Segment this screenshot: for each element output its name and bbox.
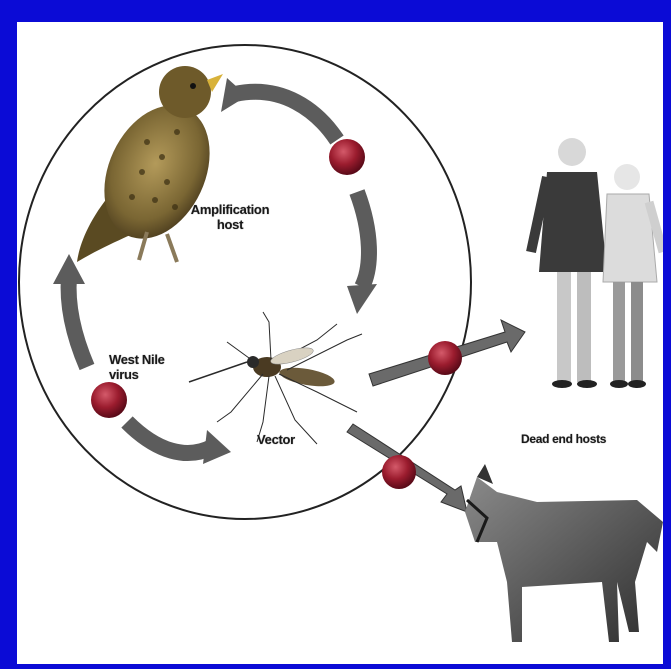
virus-particle-left <box>91 382 127 418</box>
humans-illustration <box>531 138 663 388</box>
mosquito-illustration <box>189 312 362 444</box>
horse-illustration <box>465 464 663 642</box>
virus-particle-horse <box>382 455 416 489</box>
cycle-arrow-left <box>53 254 87 367</box>
amplification-host-label-line2: host <box>183 217 277 232</box>
virus-particle-top <box>329 139 365 175</box>
dead-end-hosts-label: Dead end hosts <box>521 432 606 447</box>
west-nile-virus-label-line1: West Nile <box>109 352 179 367</box>
west-nile-virus-label: West Nile virus <box>109 352 179 382</box>
cycle-arrow-top <box>221 78 337 140</box>
transmission-cycle-circle <box>19 45 471 519</box>
virus-particle-humans <box>428 341 462 375</box>
amplification-host-label-line1: Amplification <box>183 202 277 217</box>
vector-label: Vector <box>257 432 295 447</box>
diagram-canvas: Amplification host West Nile virus Vecto… <box>17 22 663 664</box>
west-nile-virus-label-line2: virus <box>109 367 179 382</box>
cycle-arrow-right <box>347 192 377 314</box>
amplification-host-label: Amplification host <box>183 202 277 232</box>
cycle-arrow-bottom <box>127 422 231 464</box>
bird-illustration <box>77 66 230 262</box>
diagram-svg <box>17 22 663 664</box>
